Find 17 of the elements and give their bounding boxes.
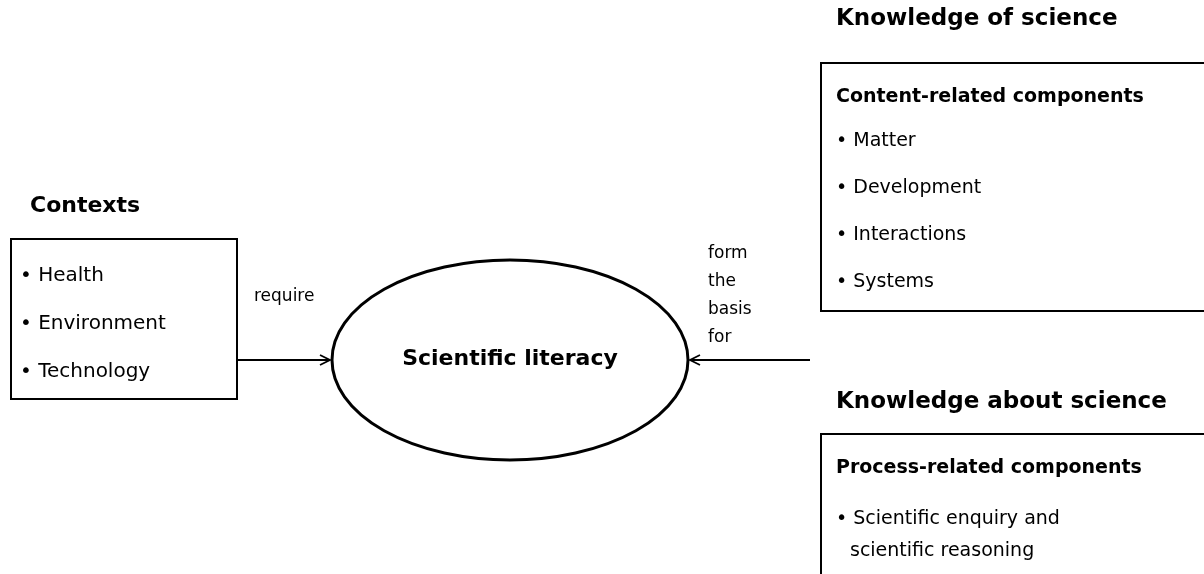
list-item: • Scientific enquiry and scientific reasoning bbox=[836, 505, 1061, 562]
list-item: • Matter bbox=[836, 128, 916, 150]
list-item: • Development bbox=[836, 175, 982, 197]
concept-label: Scientific literacy bbox=[401, 345, 619, 370]
list-item: • Technology bbox=[20, 358, 151, 382]
concept-ellipse bbox=[330, 258, 690, 462]
subheading: Content-related components bbox=[836, 84, 1144, 106]
list-item: • Environment bbox=[20, 310, 166, 334]
list-item: • Interactions bbox=[836, 222, 967, 244]
arrow bbox=[237, 354, 331, 366]
arrow bbox=[689, 354, 811, 366]
section-heading: Knowledge about science bbox=[836, 387, 1167, 413]
subheading: Process-related components bbox=[836, 455, 1142, 477]
list-item: • Systems bbox=[836, 269, 934, 291]
list-item: • Health bbox=[20, 262, 104, 286]
section-heading: Contexts bbox=[30, 192, 141, 217]
section-heading: Knowledge of science bbox=[836, 4, 1118, 30]
